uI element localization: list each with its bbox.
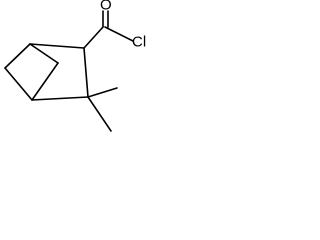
- oxygen-label: O: [100, 0, 112, 14]
- bond-methyl-2: [87, 96, 112, 132]
- molecule-structure: O Cl: [4, 0, 146, 132]
- bond-upper-right: [29, 43, 85, 49]
- bond-bridge-top: [29, 43, 59, 64]
- bond-lower-right: [31, 96, 89, 101]
- bond-right-side: [83, 47, 89, 98]
- bond-left-bottom: [4, 67, 33, 101]
- bond-carbon-chlorine: [104, 26, 134, 42]
- bond-methyl-1: [87, 87, 118, 98]
- bond-left-top: [4, 43, 31, 69]
- bond-bridge-bottom: [31, 62, 59, 101]
- chlorine-label: Cl: [132, 34, 146, 51]
- bond-carbonyl-carbon: [83, 26, 104, 49]
